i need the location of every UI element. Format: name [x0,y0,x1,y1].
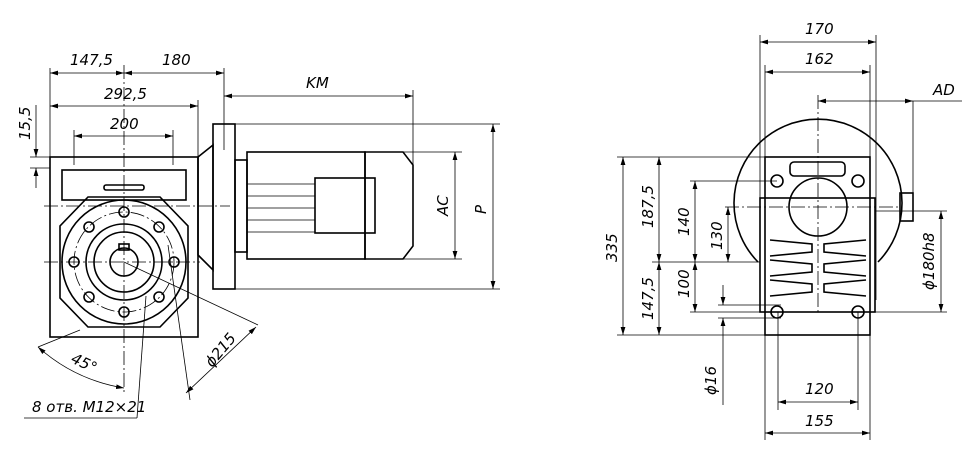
dim-162: 162 [805,50,834,68]
dim-170: 170 [805,20,834,38]
holes-callout: 8 отв. M12×21 [32,398,146,416]
dim-ad: AD [932,81,955,99]
dim-292-5: 292,5 [104,85,147,103]
motor-end-cap [364,151,414,260]
terminal-box [314,177,376,234]
dim-187-5: 187,5 [639,185,657,228]
output-flange-octagon [59,196,189,328]
motor-stub [899,192,914,222]
dim-p: P [472,204,490,214]
right-view-gearbox [725,95,914,336]
dim-130: 130 [708,221,726,250]
dim-km: KM [306,74,329,92]
adapter [197,143,214,272]
dim-phi-16: ϕ16 [702,366,720,395]
dim-ac: AC [434,195,452,217]
cooling-ribs [769,239,867,297]
dim-100: 100 [675,269,693,298]
dim-15-5: 15,5 [16,107,34,140]
dim-phi-180h8: ϕ180h8 [920,232,938,290]
dim-angle-45: 45° [68,349,100,377]
dim-147-5-right: 147,5 [639,277,657,320]
dim-120: 120 [805,380,834,398]
left-view-dimensions: 147,5 180 292,5 200 15,5 KM AC P ϕ215 45… [16,51,500,419]
motor-body [246,151,366,260]
dim-335: 335 [603,233,621,262]
housing-front [764,156,871,336]
dim-phi-215: ϕ215 [201,329,240,370]
dim-140: 140 [675,207,693,236]
top-slot [789,161,846,177]
dim-147-5: 147,5 [70,51,113,69]
left-view-gearbox [44,65,414,395]
dim-200: 200 [110,115,139,133]
right-view-dimensions: 170 162 AD 335 187,5 147,5 140 100 130 ϕ… [603,20,962,440]
dim-180: 180 [162,51,191,69]
dim-155: 155 [805,412,834,430]
